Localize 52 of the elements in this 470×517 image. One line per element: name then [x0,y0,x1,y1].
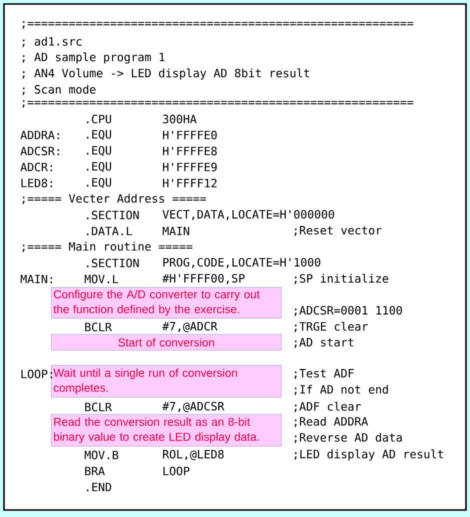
code-text: .SECTION [87,258,139,268]
code-text: ;SP initialize [294,274,388,284]
code-text: .END [87,482,112,492]
code-text: ;======================================================== [22,100,414,108]
code-text: BCLR [85,322,112,332]
code-text: ; AD sample program 1 [22,52,164,64]
code-text: ADCR: [20,162,52,172]
code-text: ADCSR: [20,146,59,156]
code-text: ;======================================================== [22,21,414,29]
code-text: #7,@ADCR [162,322,218,332]
code-text: BCLR [85,402,112,412]
code-text: ;===== Main routine ===== [22,242,192,252]
code-text: PROG,CODE,LOCATE=H'1000 [163,258,320,268]
code-text: LED8: [21,178,52,188]
code-text: .EQU [87,178,112,188]
code-text: H'FFFF12 [163,178,216,188]
code-text: .SECTION [87,210,139,220]
note-box: Read the conversion result as an 8-bit binary value to create LED display data. [51,414,282,447]
code-text: VECT,DATA,LOCATE=H'000000 [162,210,334,220]
code-text: ;LED display AD result [294,449,443,461]
code-text: 300HA [163,114,197,124]
code-text: MAIN: [20,274,52,284]
code-text: #7,@ADCSR [162,402,224,412]
code-text: .EQU [87,130,112,140]
code-text: H'FFFFE9 [163,162,217,172]
code-text: ;ADCSR=0001 1100 [294,306,402,316]
code-text: .DATA.L [87,226,132,236]
code-text: ;Reset vector [294,226,382,236]
code-text: MAIN [162,226,190,236]
code-text: ;If AD not end [294,384,388,396]
note-box: Wait until a single run of conversion completes. [51,365,282,398]
code-text: ;Reverse AD data [294,432,402,444]
code-text: .CPU [87,114,112,124]
code-text: LOOP: [21,370,52,378]
code-text: H'FFFFE8 [163,146,217,156]
code-text: ;AD start [294,338,354,348]
code-text: H'FFFFE0 [163,130,217,140]
note-box: Start of conversion [51,334,282,351]
code-text: ;===== Vecter Address ===== [22,194,206,204]
note-box: Configure the A/D converter to carry out the function defined by the exercise. [51,287,282,318]
code-text: ;Read ADDRA [294,416,368,428]
code-text: ;ADF clear [294,402,361,412]
code-text: ; ad1.src [22,36,82,48]
code-text: .EQU [87,146,112,156]
code-text: ;TRGE clear [294,322,368,332]
code-text: .EQU [87,162,112,172]
code-text: BRA [85,466,105,476]
code-text: ADDRA: [20,130,59,140]
code-text: ;Test ADF [294,369,354,379]
code-text: LOOP [163,466,190,476]
code-text: ; AN4 Volume -> LED display AD 8bit result [22,68,310,80]
code-text: ; Scan mode [22,84,96,96]
